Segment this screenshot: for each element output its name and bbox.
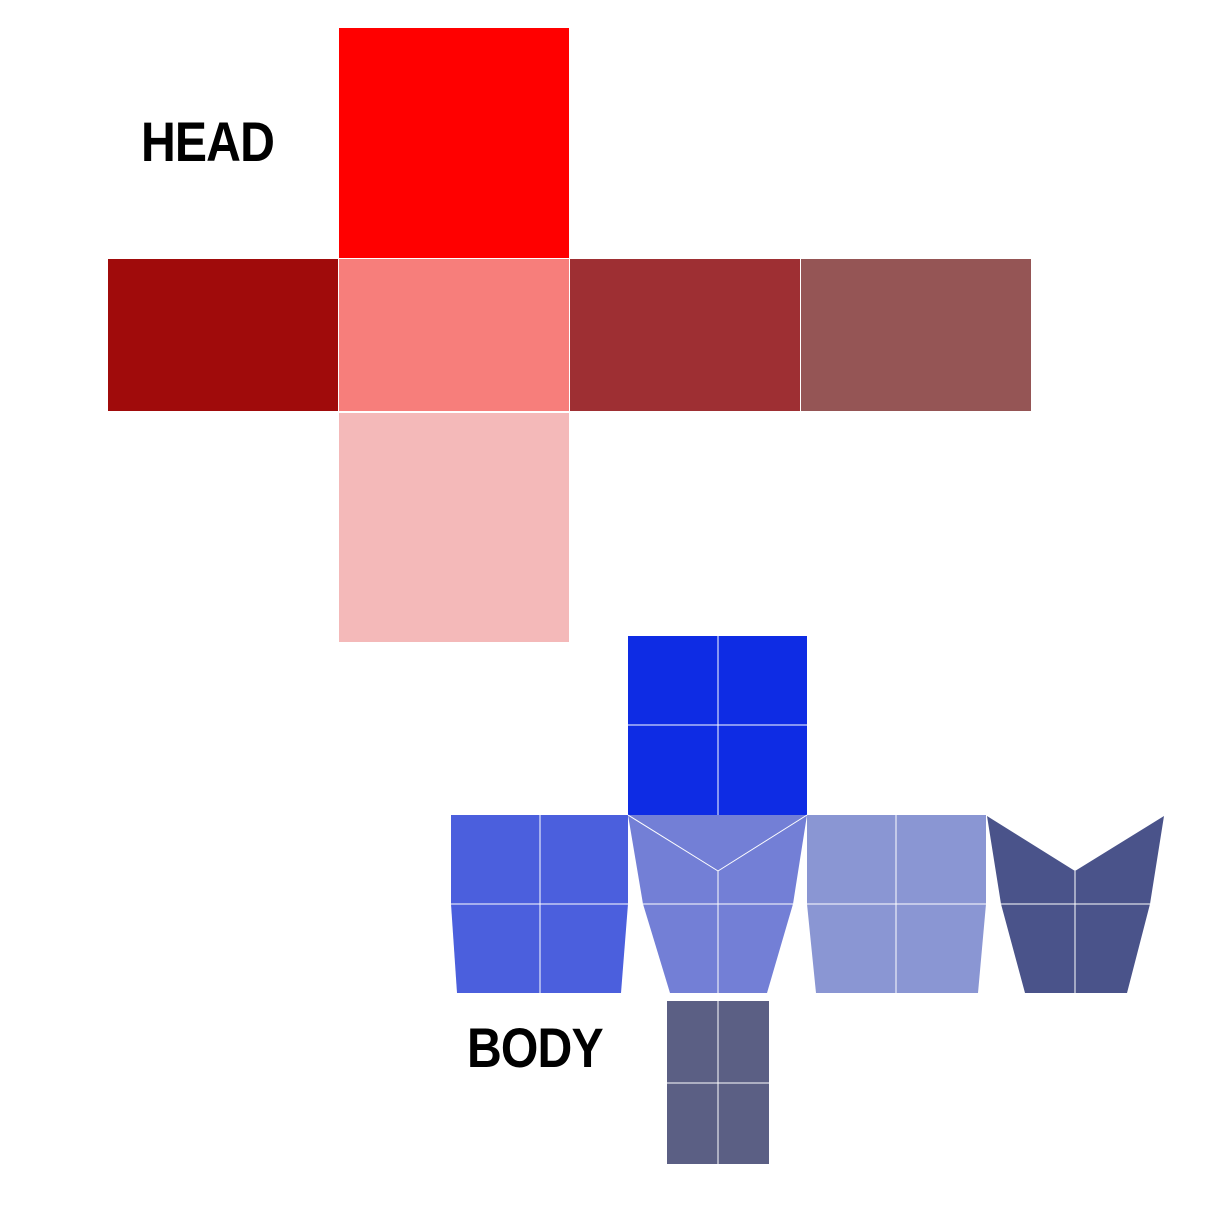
head-face-front <box>339 259 569 411</box>
body-fold-line-front-diag-r <box>717 814 808 872</box>
head-face-left <box>108 259 338 411</box>
body-label: BODY <box>467 1016 604 1079</box>
head-face-bottom <box>339 413 569 642</box>
head-face-top <box>339 28 569 258</box>
head-face-right <box>570 259 800 411</box>
head-face-back <box>801 259 1031 411</box>
head-net <box>108 28 1031 642</box>
head-label: HEAD <box>141 110 275 173</box>
body-net <box>451 636 1164 1164</box>
body-fold-line-front-diag-l <box>627 814 719 872</box>
